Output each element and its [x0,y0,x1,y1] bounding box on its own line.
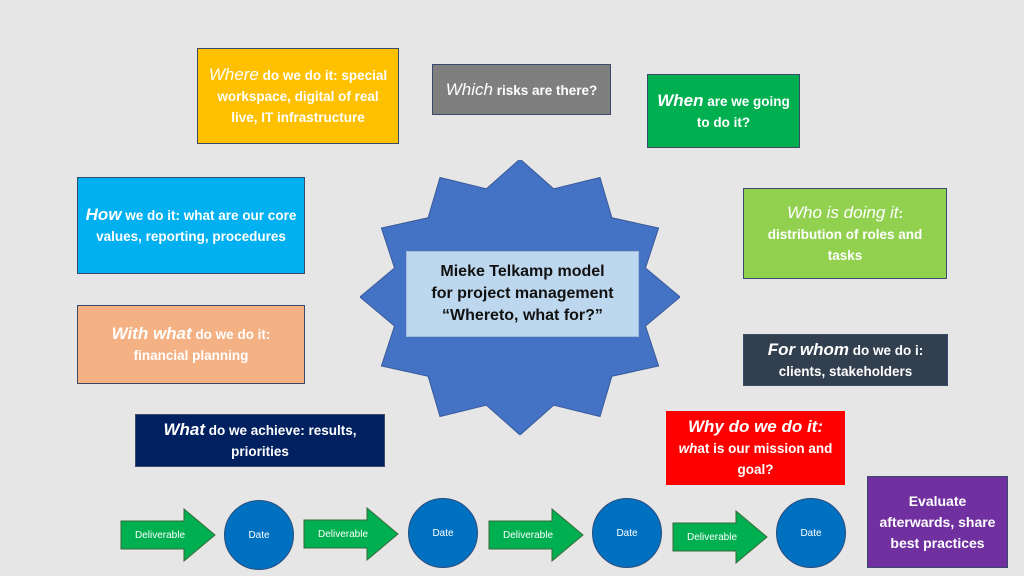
for-whom-lead: For whom [767,339,849,359]
arrow-right-icon [303,507,399,561]
date-label: Date [248,529,270,541]
evaluate-text: Evaluate afterwards, share best practice… [879,492,996,551]
why-box: Why do we do it: what is our mission and… [666,411,845,485]
date-label: Date [432,527,454,539]
with-what-lead: With what [111,324,192,343]
deliverable-arrow-3: Deliverable [488,508,584,562]
how-lead: How [85,205,122,224]
date-circle-2: Date [408,498,478,568]
date-circle-4: Date [776,498,846,568]
with-what-text: do we do it: financial planning [133,327,271,363]
date-label: Date [616,527,638,539]
risks-box: Which risks are there? [432,64,611,115]
arrow-right-icon [120,508,216,562]
why-text-italic: wh [678,441,698,456]
evaluate-box: Evaluate afterwards, share best practice… [867,476,1008,568]
risks-lead: Which [445,79,493,99]
for-whom-text: do we do i: clients, stakeholders [778,342,924,379]
who-lead: Who is doing it [787,202,899,222]
where-box: Where do we do it: special workspace, di… [197,48,399,144]
date-circle-1: Date [224,500,294,570]
arrow-right-icon [488,508,584,562]
deliverable-label: Deliverable [502,529,554,541]
where-text: do we do it: special workspace, digital … [217,68,388,125]
what-achieve-box: What do we achieve: results, priorities [135,414,385,467]
when-lead: When [657,90,704,110]
what-achieve-lead: What [163,420,205,439]
who-text: : distribution of roles and tasks [767,205,923,263]
date-label: Date [800,527,822,539]
what-achieve-text: do we achieve: results, priorities [204,423,357,459]
model-title-line-2: for project management [431,285,614,302]
arrow-right-icon [672,510,768,564]
why-text: at is our mission and goal? [697,441,833,477]
where-lead: Where [208,65,259,84]
with-what-box: With what do we do it: financial plannin… [77,305,305,384]
deliverable-label: Deliverable [686,531,738,543]
model-title-line-3: “Whereto, what for?” [442,307,603,324]
date-circle-3: Date [592,498,662,568]
risks-text: risks are there? [492,82,598,98]
model-title-line-1: Mieke Telkamp model [440,263,605,280]
how-text: we do it: what are our core values, repo… [96,208,297,244]
deliverable-label: Deliverable [134,529,186,541]
for-whom-box: For whom do we do i: clients, stakeholde… [743,334,948,386]
when-text: are we going to do it? [696,93,790,130]
deliverable-arrow-1: Deliverable [120,508,216,562]
deliverable-arrow-2: Deliverable [303,507,399,561]
how-box: How we do it: what are our core values, … [77,177,305,274]
why-lead: Why do we do it: [687,417,824,436]
when-box: When are we going to do it? [647,74,800,148]
deliverable-arrow-4: Deliverable [672,510,768,564]
deliverable-label: Deliverable [317,528,369,540]
model-title-label: Mieke Telkamp model for project manageme… [406,251,639,337]
who-box: Who is doing it: distribution of roles a… [743,188,947,279]
